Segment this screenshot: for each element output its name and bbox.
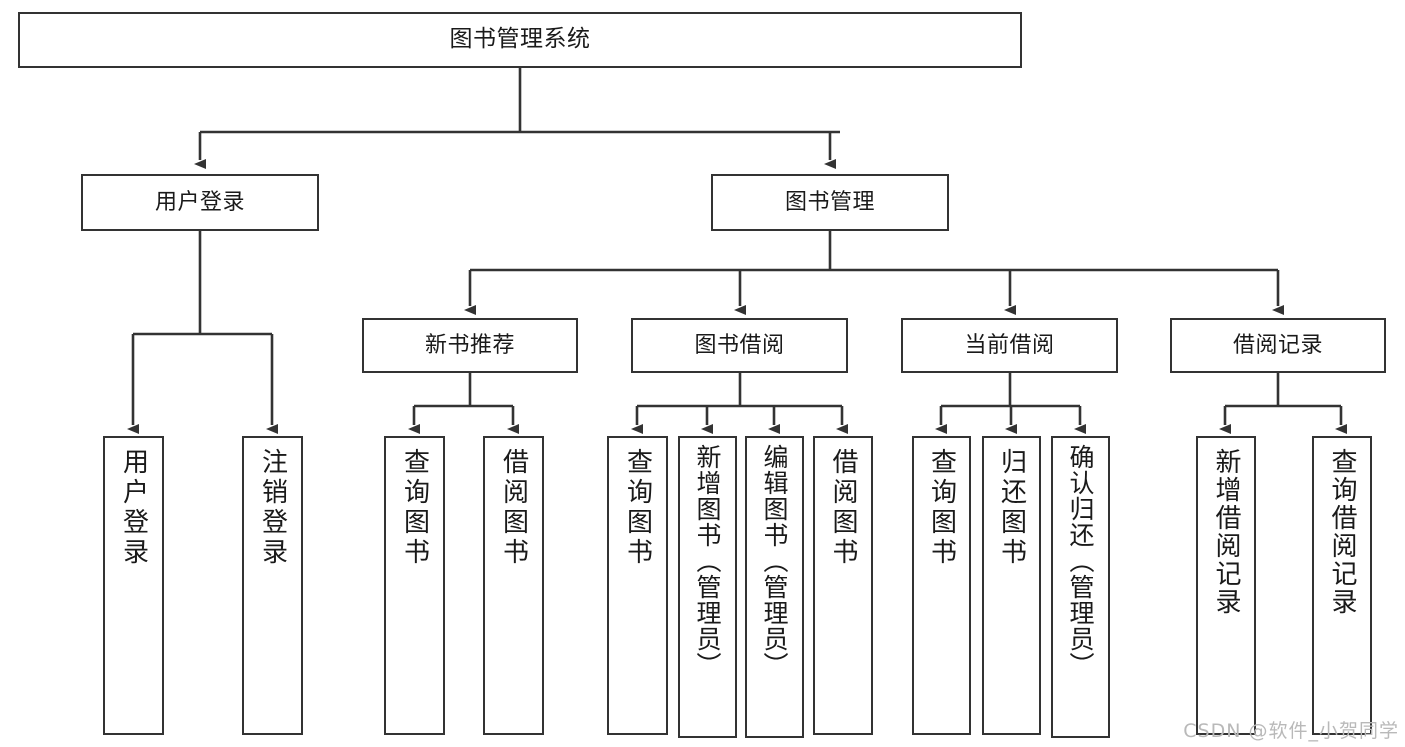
node-new-book-recommend[interactable]: 新书推荐 [362, 318, 578, 373]
node-label: 新书推荐 [424, 332, 515, 358]
node-current-borrow[interactable]: 当前借阅 [901, 318, 1118, 373]
leaf-book-borrow-borrow-book[interactable]: 借阅图书 [813, 436, 873, 735]
node-user-login[interactable]: 用户登录 [81, 174, 319, 231]
leaf-user-login-login[interactable]: 用户登录 [103, 436, 164, 735]
node-label: 借阅图书 [828, 448, 858, 568]
leaf-borrow-record-add-record[interactable]: 新增借阅记录 [1196, 436, 1256, 735]
node-label: 借阅图书 [498, 448, 529, 568]
leaf-book-borrow-edit-book-admin[interactable]: 编辑图书（管理员） [745, 436, 804, 738]
node-borrow-record[interactable]: 借阅记录 [1170, 318, 1386, 373]
node-label: 确认归还（管理员） [1066, 444, 1095, 678]
leaf-borrow-record-query-record[interactable]: 查询借阅记录 [1312, 436, 1372, 735]
node-label: 新增借阅记录 [1211, 448, 1241, 616]
node-book-borrow[interactable]: 图书借阅 [631, 318, 848, 373]
node-label: 归还图书 [996, 448, 1027, 568]
node-label: 图书借阅 [694, 332, 785, 358]
leaf-book-borrow-query-book[interactable]: 查询图书 [607, 436, 668, 735]
leaf-new-book-query-book[interactable]: 查询图书 [384, 436, 445, 735]
leaf-current-borrow-return-book[interactable]: 归还图书 [982, 436, 1041, 735]
node-label: 新增图书（管理员） [693, 444, 722, 678]
node-label: 图书管理 [784, 189, 875, 215]
leaf-new-book-borrow-book[interactable]: 借阅图书 [483, 436, 544, 735]
node-label: 查询借阅记录 [1327, 448, 1357, 616]
node-label: 编辑图书（管理员） [760, 444, 789, 678]
node-book-management[interactable]: 图书管理 [711, 174, 949, 231]
node-label: 注销登录 [257, 448, 288, 568]
leaf-book-borrow-add-book-admin[interactable]: 新增图书（管理员） [678, 436, 737, 738]
node-root-book-management-system[interactable]: 图书管理系统 [18, 12, 1022, 68]
leaf-current-borrow-query-book[interactable]: 查询图书 [912, 436, 971, 735]
leaf-user-login-logout[interactable]: 注销登录 [242, 436, 303, 735]
node-label: 用户登录 [118, 448, 149, 568]
node-label: 用户登录 [154, 189, 245, 215]
leaf-current-borrow-confirm-return-admin[interactable]: 确认归还（管理员） [1051, 436, 1110, 738]
csdn-watermark: CSDN @软件_小贺同学 [1183, 720, 1399, 742]
node-label: 借阅记录 [1232, 332, 1323, 358]
node-label: 图书管理系统 [449, 26, 591, 53]
node-label: 查询图书 [399, 448, 430, 568]
node-label: 查询图书 [926, 448, 957, 568]
node-label: 查询图书 [622, 448, 653, 568]
node-label: 当前借阅 [964, 332, 1055, 358]
